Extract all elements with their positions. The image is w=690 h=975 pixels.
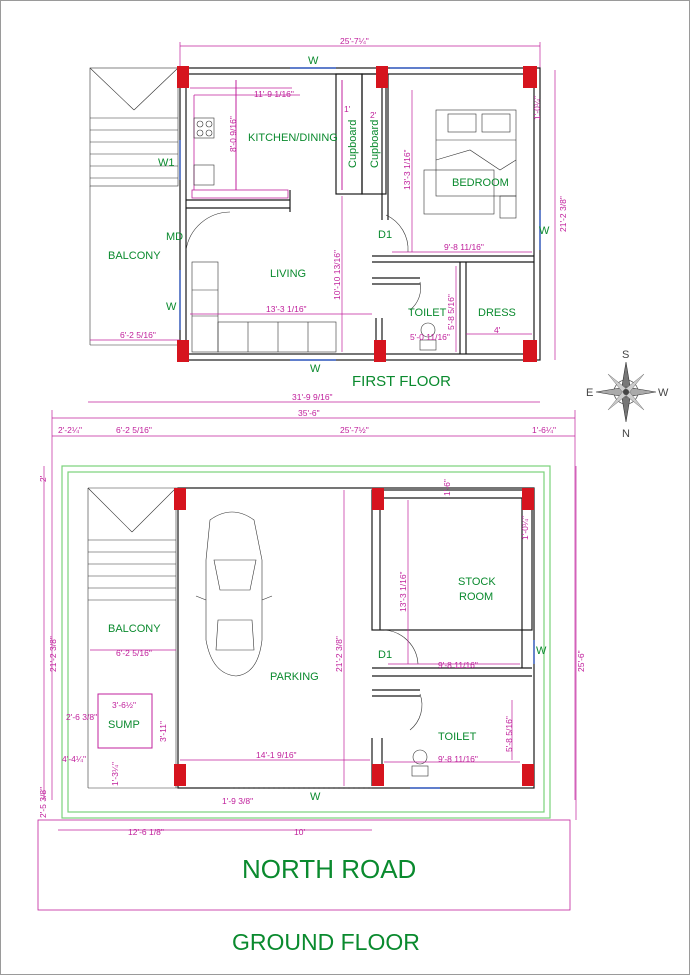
dimension: 1'-6"	[442, 479, 452, 496]
first-floor-staircase	[89, 67, 179, 187]
sump-outline	[97, 693, 153, 749]
dimension: 13'-3 1/16"	[402, 149, 412, 190]
room-label-cupboard: Cupboard	[347, 120, 359, 168]
compass-icon: S N E W	[586, 349, 669, 440]
dimension: 11'-9 1/16"	[254, 89, 294, 99]
dimension: 21'-2 3/8"	[334, 636, 344, 672]
door-tag: D1	[378, 229, 392, 241]
room-label-cupboard: Cupboard	[369, 120, 381, 168]
column	[372, 488, 384, 510]
dimension: 5'-8 5/16"	[446, 294, 456, 330]
dimension: 2'-6 3/8"	[66, 712, 97, 722]
window-tag: W	[310, 791, 321, 803]
first-floor-title: FIRST FLOOR	[352, 373, 451, 390]
room-label-balcony: BALCONY	[108, 623, 161, 635]
room-label-sump: SUMP	[108, 719, 140, 731]
compass-north: N	[622, 428, 630, 440]
column	[523, 340, 537, 362]
dimension: 1'-0¼"	[520, 516, 530, 540]
column	[174, 764, 186, 786]
column	[376, 66, 388, 88]
dimension: 8'-0 9/16"	[228, 116, 238, 152]
compass-south: S	[622, 349, 629, 361]
room-label-room: ROOM	[459, 591, 493, 603]
first-floor-plan: KITCHEN/DINING Cupboard Cupboard BEDROOM…	[89, 36, 568, 390]
dimension: 1'-3¼"	[110, 762, 120, 786]
dimension: 12'-6 1/8"	[128, 827, 164, 837]
column	[374, 340, 386, 362]
dimension: 25'-6"	[576, 650, 586, 672]
dimension: 10'	[294, 827, 305, 837]
dimension: 6'-2 5/16"	[116, 648, 152, 658]
dimension: 2'	[370, 110, 377, 120]
dimension: 35'-6"	[298, 408, 320, 418]
dimension: 5'-8 5/16"	[504, 716, 514, 752]
dimension: 10'-10 13/16"	[332, 250, 342, 300]
window-tag: W	[539, 225, 550, 237]
window-tag: W	[166, 301, 177, 313]
dimension: 14'-1 9/16"	[256, 750, 297, 760]
dimension: 2'-5 3/8"	[38, 787, 48, 818]
dimension: 1'-9 3/8"	[222, 796, 253, 806]
room-label-parking: PARKING	[270, 671, 319, 683]
room-label-bedroom: BEDROOM	[452, 177, 509, 189]
ground-floor-staircase	[87, 487, 177, 788]
dimension: 13'-3 1/16"	[266, 304, 307, 314]
column	[177, 340, 189, 362]
room-label-dress: DRESS	[478, 307, 516, 319]
column	[522, 488, 534, 510]
dimension: 3'-6½"	[112, 700, 136, 710]
dimension: 13'-3 1/16"	[398, 571, 408, 612]
column	[372, 764, 384, 786]
window-tag: W1	[158, 157, 175, 169]
window-tag: W	[308, 55, 319, 67]
column	[177, 66, 189, 88]
dimension: 6'-2 5/16"	[116, 425, 152, 435]
room-label-living: LIVING	[270, 268, 306, 280]
door-tag: D1	[378, 649, 392, 661]
window-tag: W	[536, 645, 547, 657]
dimension: 25'-7½"	[340, 425, 369, 435]
column	[174, 488, 186, 510]
dimension: 6'-2 5/16"	[120, 330, 156, 340]
dimension: 9'-8 11/16"	[438, 660, 478, 670]
room-label-toilet: TOILET	[408, 307, 447, 319]
road-outline	[37, 819, 571, 911]
window-tag: W	[310, 363, 321, 375]
dimension: 1'	[344, 104, 351, 114]
dimension: 4'	[494, 325, 501, 335]
ground-floor-plan: BALCONY PARKING STOCK ROOM TOILET SUMP D…	[37, 392, 586, 955]
compass-west: W	[658, 387, 669, 399]
dimension: 9'-8 11/16"	[438, 754, 478, 764]
bed-icon	[423, 109, 517, 219]
road-label: NORTH ROAD	[242, 854, 416, 884]
room-label-kitchen: KITCHEN/DINING	[248, 132, 338, 144]
compass-east: E	[586, 387, 593, 399]
dimension: 21'-2 3/8"	[558, 196, 568, 232]
ground-floor-title: GROUND FLOOR	[232, 929, 420, 955]
room-label-balcony: BALCONY	[108, 250, 161, 262]
toilet-icon	[412, 749, 428, 765]
dimension: 4'-4¼"	[62, 754, 86, 764]
room-label-stock: STOCK	[458, 576, 496, 588]
toilet-icon	[420, 322, 436, 338]
car-icon	[195, 511, 273, 677]
dimension: 25'-7¼"	[340, 36, 369, 46]
column	[523, 66, 537, 88]
dimension: 5'-0 11/16"	[410, 332, 450, 342]
dimension: 1'-6¼"	[532, 425, 556, 435]
dimension: 2'	[38, 475, 48, 482]
room-label-toilet: TOILET	[438, 731, 477, 743]
dimension: 2'-2¼"	[58, 425, 82, 435]
sofa-icon	[191, 261, 337, 353]
column	[522, 764, 534, 786]
dimension: 21'-2 3/8"	[48, 636, 58, 672]
dimension: 9'-8 11/16"	[444, 242, 484, 252]
door-tag: MD	[166, 231, 183, 243]
dimension: 3'-11"	[158, 721, 168, 742]
dimension: 31'-9 9/16"	[292, 392, 333, 402]
dimension: 1'-0¼"	[532, 96, 542, 120]
